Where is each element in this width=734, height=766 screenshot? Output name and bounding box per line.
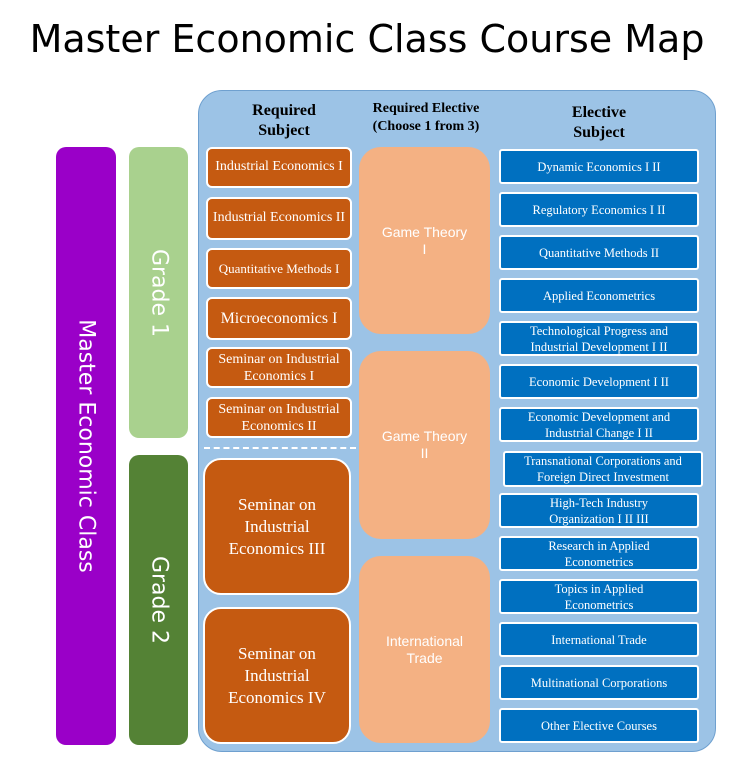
page-title: Master Economic Class Course Map <box>29 17 705 61</box>
elective-subject-box: Technological Progress and Industrial De… <box>499 321 699 356</box>
header-required: Required Subject <box>252 102 316 139</box>
required-elective-box: Game Theory I <box>359 147 490 334</box>
required-subject-box: Seminar on Industrial Economics II <box>206 397 352 438</box>
grade-1-bar: Grade 1 <box>129 147 188 438</box>
elective-subject-box: Other Elective Courses <box>499 708 699 743</box>
elective-subject-box: Topics in Applied Econometrics <box>499 579 699 614</box>
header-required-elective: Required Elective (Choose 1 from 3) <box>372 101 480 134</box>
elective-subject-box: Dynamic Economics I II <box>499 149 699 184</box>
header-elective: Elective Subject <box>571 104 627 141</box>
elective-subject-box: Research in Applied Econometrics <box>499 536 699 571</box>
required-elective-box: International Trade <box>359 556 490 743</box>
grade-2-label: Grade 2 <box>146 555 171 645</box>
required-subject-box: Industrial Economics II <box>206 197 352 240</box>
elective-subject-box: Regulatory Economics I II <box>499 192 699 227</box>
elective-subject-box: High-Tech Industry Organization I II III <box>499 493 699 528</box>
elective-subject-box: Economic Development and Industrial Chan… <box>499 407 699 442</box>
elective-subject-box: Transnational Corporations and Foreign D… <box>503 451 703 487</box>
grade-1-label: Grade 1 <box>146 248 171 337</box>
grade-2-bar: Grade 2 <box>129 455 188 745</box>
elective-subject-box: International Trade <box>499 622 699 657</box>
elective-subject-box: Multinational Corporations <box>499 665 699 700</box>
elective-subject-box: Economic Development I II <box>499 364 699 399</box>
class-label: Master Economic Class <box>73 319 99 573</box>
required-elective-box: Game Theory II <box>359 351 490 539</box>
required-subject-box: Seminar on Industrial Economics IV <box>203 607 351 744</box>
class-bar: Master Economic Class <box>56 147 116 745</box>
required-subject-box: Seminar on Industrial Economics III <box>203 458 351 595</box>
elective-subject-box: Applied Econometrics <box>499 278 699 313</box>
grade-divider <box>204 447 356 449</box>
required-subject-box: Seminar on Industrial Economics I <box>206 347 352 388</box>
required-subject-box: Quantitative Methods I <box>206 248 352 289</box>
required-subject-box: Industrial Economics I <box>206 147 352 188</box>
elective-subject-box: Quantitative Methods II <box>499 235 699 270</box>
required-subject-box: Microeconomics I <box>206 297 352 340</box>
